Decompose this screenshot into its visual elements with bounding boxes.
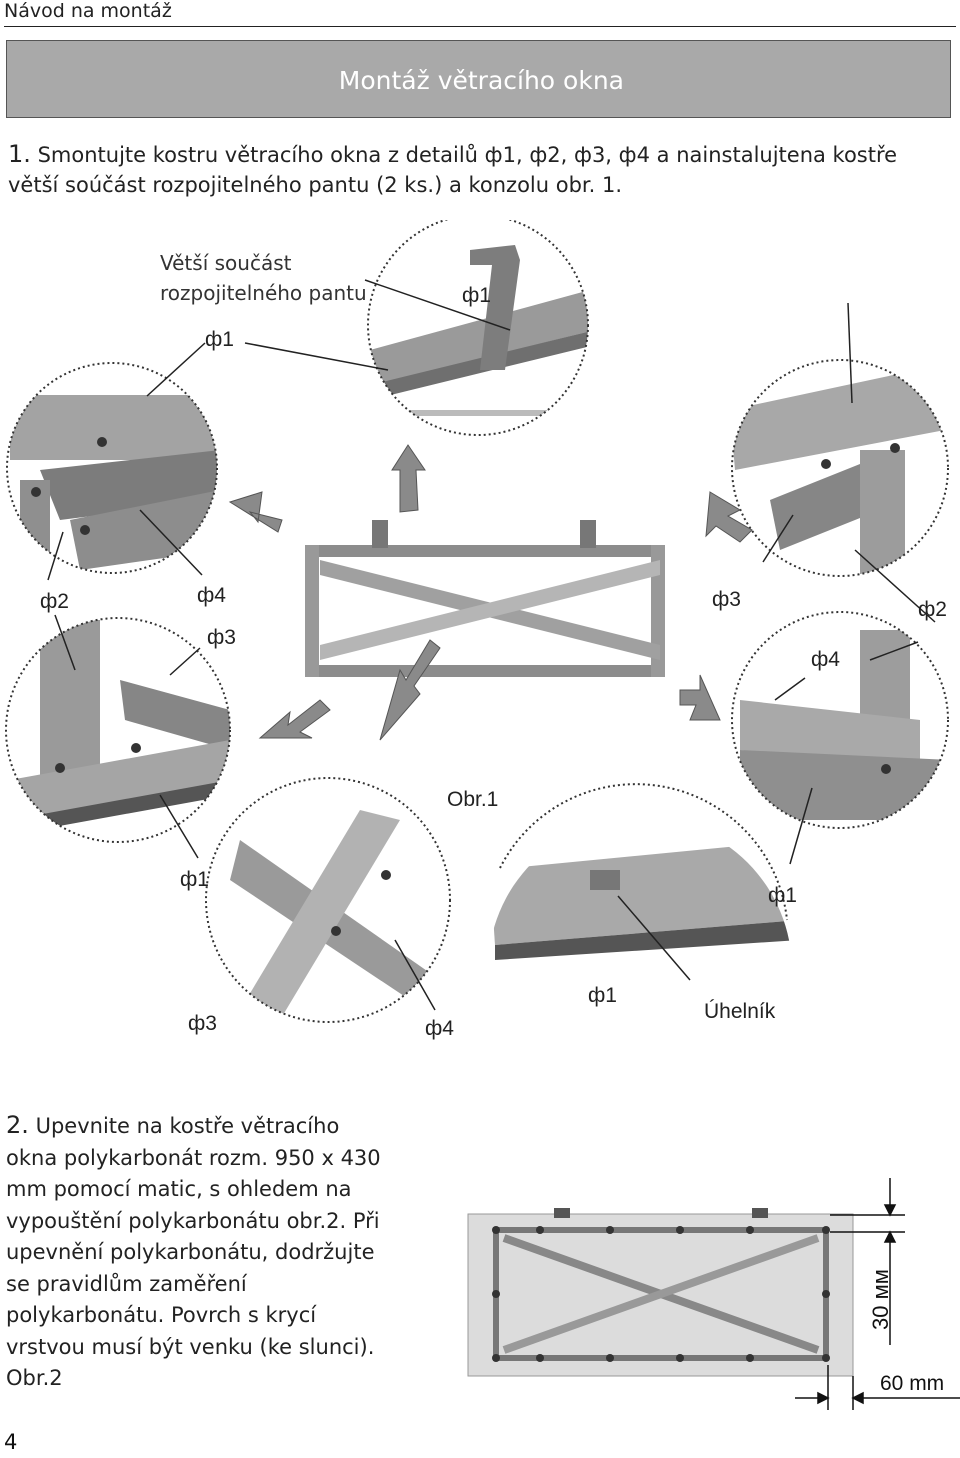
arrow-group: [228, 444, 753, 741]
section-banner: [6, 40, 951, 118]
detail-circle-right-upper: [731, 359, 949, 577]
detail-circle-hinge: [367, 220, 589, 436]
page-number: 4: [4, 1430, 18, 1454]
label-hinge-line1: Větší součást: [160, 251, 292, 275]
label-f4-left: ф4: [197, 584, 226, 607]
figure-1-caption: Obr.1: [447, 788, 498, 811]
label-f1-bottom-right: ф1: [768, 884, 797, 907]
label-f1-bottom-mid: ф1: [588, 984, 617, 1007]
step-2-number: 2.: [6, 1111, 29, 1139]
label-f3-bottom: ф3: [188, 1012, 217, 1035]
label-f1-bottom-left: ф1: [180, 868, 209, 891]
detail-circle-right-lower: [731, 611, 949, 829]
label-f3-left: ф3: [207, 626, 236, 649]
label-f2-right: ф2: [918, 598, 947, 621]
label-f1-top-right: ф1: [462, 284, 491, 307]
label-f1-left: ф1: [205, 328, 234, 351]
frame-center: [300, 520, 690, 690]
step-1: 1. Smontujte kostru větracího okna z det…: [8, 139, 948, 200]
mounting-bolts: [492, 1226, 830, 1362]
label-f4-right: ф4: [811, 648, 840, 671]
figure-1-assembly: Větší součást rozpojitelného pantu ф1 ф1…: [5, 220, 949, 1040]
step-2-text: Upevnite na kostře větracího okna polyka…: [6, 1114, 381, 1390]
dimension-vertical-label: 30 мм: [868, 1269, 893, 1330]
detail-circle-left-upper: [6, 362, 218, 574]
step-1-text: Smontujte kostru větracího okna z detail…: [8, 143, 898, 197]
label-hinge-line2: rozpojitelného pantu: [160, 281, 367, 305]
figure-2-polycarbonate: 30 мм 60 mm: [467, 1178, 960, 1410]
label-f3-right: ф3: [712, 588, 741, 611]
detail-circle-bottom-left: [205, 777, 451, 1023]
section-title: Montáž větracího okna: [338, 66, 624, 95]
step-1-number: 1.: [8, 140, 31, 168]
dimension-lines: [795, 1178, 960, 1410]
label-f4-bottom: ф4: [425, 1017, 454, 1040]
label-angle: Úhelník: [704, 1000, 776, 1023]
detail-circle-bottom-right: [488, 783, 792, 1020]
document-header: Návod na montáž: [4, 0, 172, 22]
header-rule: [4, 26, 956, 27]
detail-circle-left-lower: [5, 617, 231, 843]
leader-lines: [47, 279, 936, 1011]
step-2: 2. Upevnite na kostře větracího okna pol…: [6, 1110, 386, 1395]
dimension-horizontal-label: 60 mm: [880, 1372, 944, 1395]
label-f2-left: ф2: [40, 590, 69, 613]
